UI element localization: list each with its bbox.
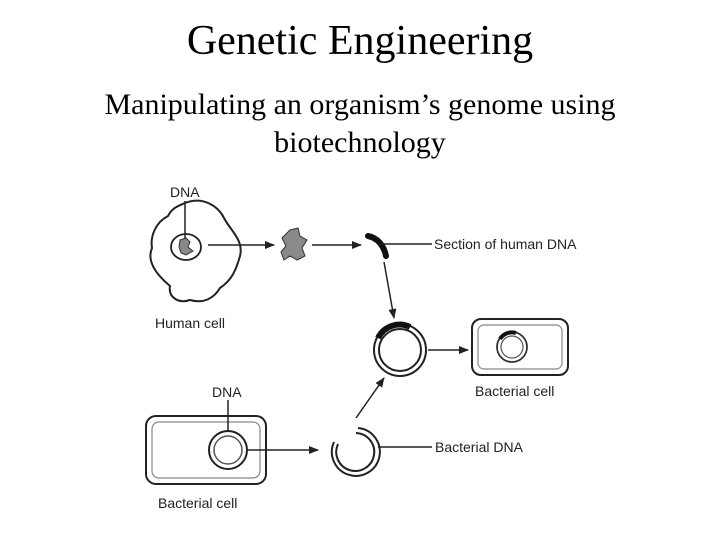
label-dna-bottom: DNA — [212, 384, 242, 400]
label-bacterial-cell-bottom: Bacterial cell — [158, 495, 237, 511]
label-section-human-dna: Section of human DNA — [434, 236, 577, 252]
subtitle-line-1: Manipulating an organism’s genome using — [104, 88, 616, 121]
label-bacterial-dna: Bacterial DNA — [435, 439, 524, 455]
bacterial-cell-right-inner — [477, 324, 563, 370]
bacterial-cell-right-plasmid-inner — [500, 335, 524, 359]
arrow-open-plasmid-up — [355, 377, 385, 419]
label-human-cell: Human cell — [155, 315, 225, 331]
human-dna-section — [365, 233, 389, 259]
slide-title: Genetic Engineering — [186, 18, 534, 64]
extracted-dna-blob — [280, 227, 308, 261]
recombinant-plasmid-insert — [375, 321, 412, 340]
recombinant-plasmid-inner — [378, 328, 422, 372]
label-dna-top: DNA — [170, 184, 200, 200]
arrow-section-to-plasmid — [383, 261, 397, 319]
subtitle-line-2: biotechnology — [274, 125, 446, 159]
label-bacterial-cell-right: Bacterial cell — [475, 383, 554, 399]
bacterial-cell-right-insert — [498, 330, 517, 341]
open-bacterial-plasmid-inner — [335, 432, 376, 472]
slide-subtitle: Manipulating an organism’s genome using … — [0, 86, 720, 161]
bacterial-cell-left-inner — [151, 421, 261, 479]
bacterial-cell-left-plasmid-inner — [213, 435, 243, 465]
human-chromosome-blob — [178, 237, 194, 256]
open-bacterial-plasmid-outer — [330, 427, 381, 477]
